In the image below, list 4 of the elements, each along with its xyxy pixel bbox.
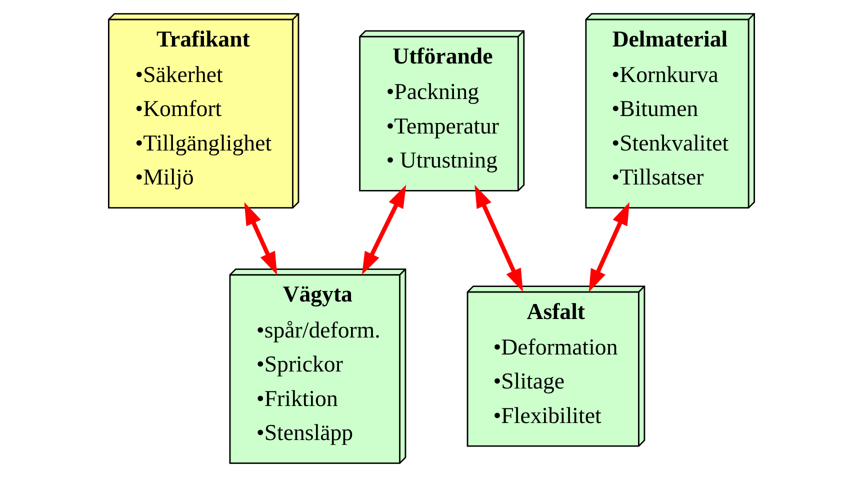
arrow [244,202,277,275]
arrow [588,202,629,292]
arrow [361,184,406,275]
arrow [474,184,522,292]
